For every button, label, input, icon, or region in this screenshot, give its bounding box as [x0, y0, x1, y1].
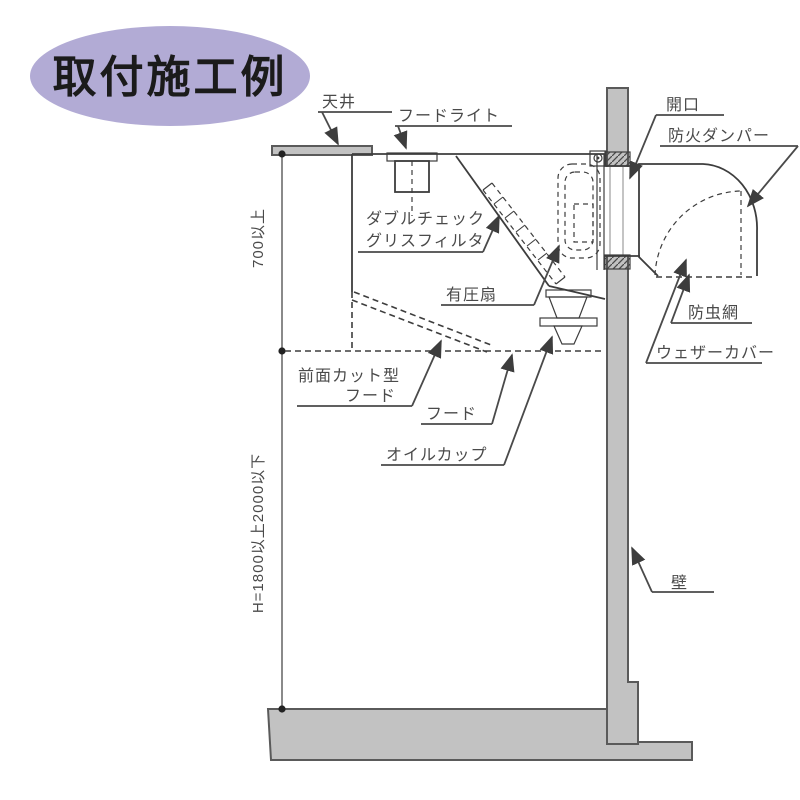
leader-line	[631, 546, 653, 593]
dimension-dot-bottom	[278, 705, 286, 713]
filter-edge	[482, 189, 557, 285]
front-cut-edge-upper	[353, 291, 492, 346]
wall-opening	[604, 167, 632, 255]
mount-bolt	[593, 153, 603, 163]
front-cut-hood-label-line1: 前面カット型	[298, 367, 400, 385]
hood-light-fixture	[386, 152, 438, 216]
label-ceiling: 天井	[318, 93, 392, 146]
leader-line	[629, 114, 657, 180]
opening-label-text: 開口	[666, 97, 700, 114]
leader-line	[670, 273, 691, 324]
leader-line	[533, 244, 560, 306]
damper-blade-arc	[654, 190, 742, 276]
label-front-cut-hood: 前面カット型 フード	[297, 339, 442, 407]
fan-outer-bell	[557, 163, 601, 259]
hood-light-label-text: フードライト	[398, 108, 500, 125]
insect-screen-label-text: 防虫網	[688, 304, 739, 322]
title-ellipse	[30, 26, 310, 126]
dimension-height-range: H=1800以上2000以下	[250, 453, 267, 613]
fan-inner-bell	[564, 171, 594, 251]
drain-funnel	[548, 296, 588, 319]
label-wall: 壁	[631, 546, 714, 593]
label-insect-screen: 防虫網	[670, 273, 752, 324]
front-cut-hood-label-line2: フード	[345, 388, 396, 405]
label-oil-cup: オイルカップ	[381, 335, 554, 466]
grease-filter	[482, 182, 566, 285]
dimension-line: 700以上 H=1800以上2000以下	[250, 150, 286, 713]
cup-flange	[539, 317, 598, 327]
pressure-fan	[557, 150, 607, 270]
filter-end-cap	[482, 182, 493, 191]
hood-interior-slant	[455, 155, 550, 287]
filter-end-cap	[555, 276, 566, 285]
wall-label-text: 壁	[671, 573, 688, 592]
label-opening: 開口	[629, 97, 724, 180]
pressure-fan-label-text: 有圧扇	[446, 286, 497, 304]
leader-line	[491, 353, 515, 425]
weather-cover-outline	[638, 163, 758, 277]
weather-cover-label-text: ウェザーカバー	[656, 344, 775, 362]
oil-cup-shape	[553, 325, 583, 345]
annotations: 天井 フードライト 開口 防火ダンパー ダブルチェック グリスフィルタ 有圧扇	[297, 93, 799, 593]
label-grease-filter: ダブルチェック グリスフィルタ	[358, 209, 500, 253]
leader-line	[393, 125, 408, 150]
mount-bolt-plate	[589, 150, 607, 167]
hood-lower-right-panel	[548, 285, 606, 300]
leader-line	[482, 214, 500, 253]
dimension-700-min: 700以上	[250, 208, 267, 268]
dimension-dot-top	[278, 150, 286, 158]
leader-line	[503, 335, 554, 466]
leader-line	[746, 145, 799, 208]
opening-top-hatch	[604, 151, 631, 167]
structure	[266, 87, 693, 761]
leader-line	[645, 258, 687, 364]
ceiling-label-text: 天井	[322, 93, 356, 111]
label-fire-damper: 防火ダンパー	[660, 127, 799, 208]
page-title: 取付施工例	[53, 53, 288, 102]
oil-cup-assembly	[539, 289, 598, 345]
label-hood: フード	[421, 353, 515, 425]
title-badge: 取付施工例	[30, 26, 310, 126]
fire-damper-label-text: 防火ダンパー	[668, 127, 770, 145]
hood-label-text: フード	[426, 406, 477, 423]
grease-filter-label-line1: ダブルチェック	[366, 209, 485, 228]
label-hood-light: フードライト	[393, 108, 512, 150]
opening-bottom-hatch	[604, 254, 631, 270]
front-cut-edge-lower	[351, 299, 488, 353]
oil-cup-label-text: オイルカップ	[386, 446, 488, 464]
label-weather-cover: ウェザーカバー	[645, 258, 775, 364]
ceiling-board	[271, 145, 373, 156]
label-pressure-fan: 有圧扇	[441, 244, 560, 306]
grease-filter-label-line2: グリスフィルタ	[366, 232, 485, 250]
mount-bolt-center	[596, 156, 600, 160]
dimension-dot-mid	[278, 347, 286, 355]
fan-motor	[573, 203, 594, 243]
leader-line	[321, 111, 339, 146]
filter-hatch	[493, 196, 548, 261]
leader-line	[411, 339, 442, 407]
